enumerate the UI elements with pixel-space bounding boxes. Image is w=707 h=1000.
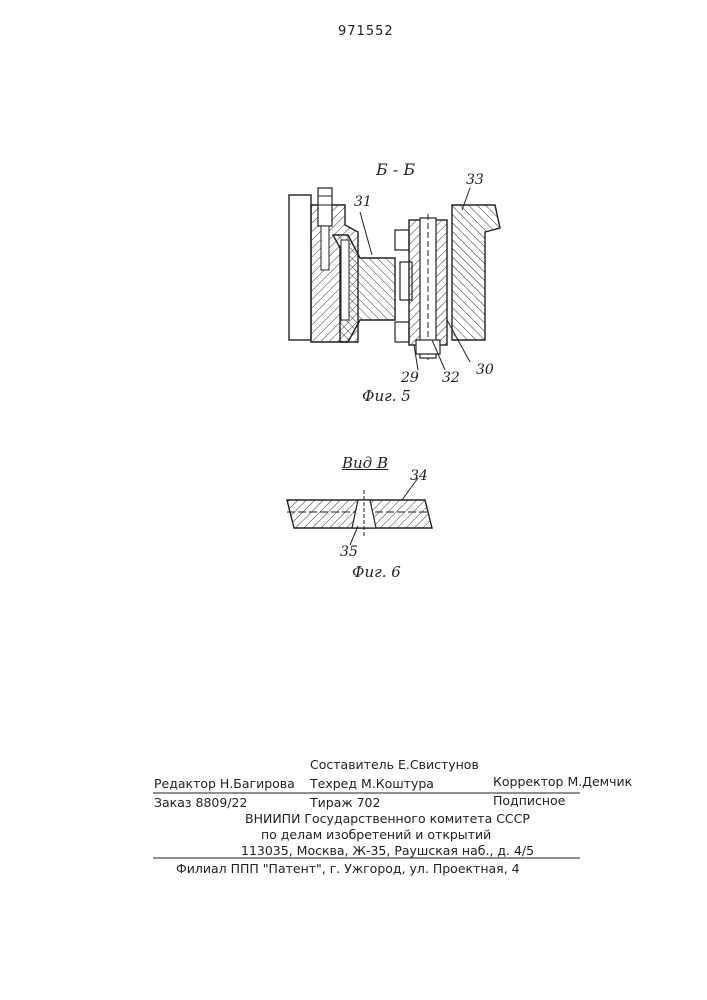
callout-33: 33 bbox=[466, 172, 484, 188]
callout-30: 30 bbox=[476, 362, 494, 378]
figure-6-drawing bbox=[287, 478, 432, 545]
callout-29: 29 bbox=[401, 370, 419, 386]
subscription-line: Подписное bbox=[493, 793, 565, 808]
branch-line: Филиал ППП "Патент", г. Ужгород, ул. Про… bbox=[176, 861, 520, 876]
editor-line: Редактор Н.Багирова bbox=[154, 776, 295, 791]
compiler-line: Составитель Е.Свистунов bbox=[310, 757, 479, 772]
callout-34: 34 bbox=[410, 468, 428, 484]
section-label: Б - Б bbox=[376, 160, 415, 179]
org-line-1: ВНИИПИ Государственного комитета СССР bbox=[245, 811, 530, 826]
corrector-line: Корректор М.Демчик bbox=[493, 774, 632, 789]
callout-35: 35 bbox=[340, 544, 358, 560]
order-line: Заказ 8809/22 bbox=[154, 795, 247, 810]
callout-31: 31 bbox=[354, 194, 372, 210]
address-line: 113035, Москва, Ж-35, Раушская наб., д. … bbox=[241, 843, 534, 858]
org-line-2: по делам изобретений и открытий bbox=[261, 827, 491, 842]
figure-5-caption: Фиг. 5 bbox=[362, 387, 411, 405]
figure-6-caption: Фиг. 6 bbox=[352, 563, 401, 581]
circulation-line: Тираж 702 bbox=[310, 795, 380, 810]
techred-line: Техред М.Коштура bbox=[310, 776, 434, 791]
figure-5-drawing bbox=[289, 188, 500, 370]
callout-32: 32 bbox=[442, 370, 460, 386]
view-label: Вид В bbox=[342, 454, 388, 472]
